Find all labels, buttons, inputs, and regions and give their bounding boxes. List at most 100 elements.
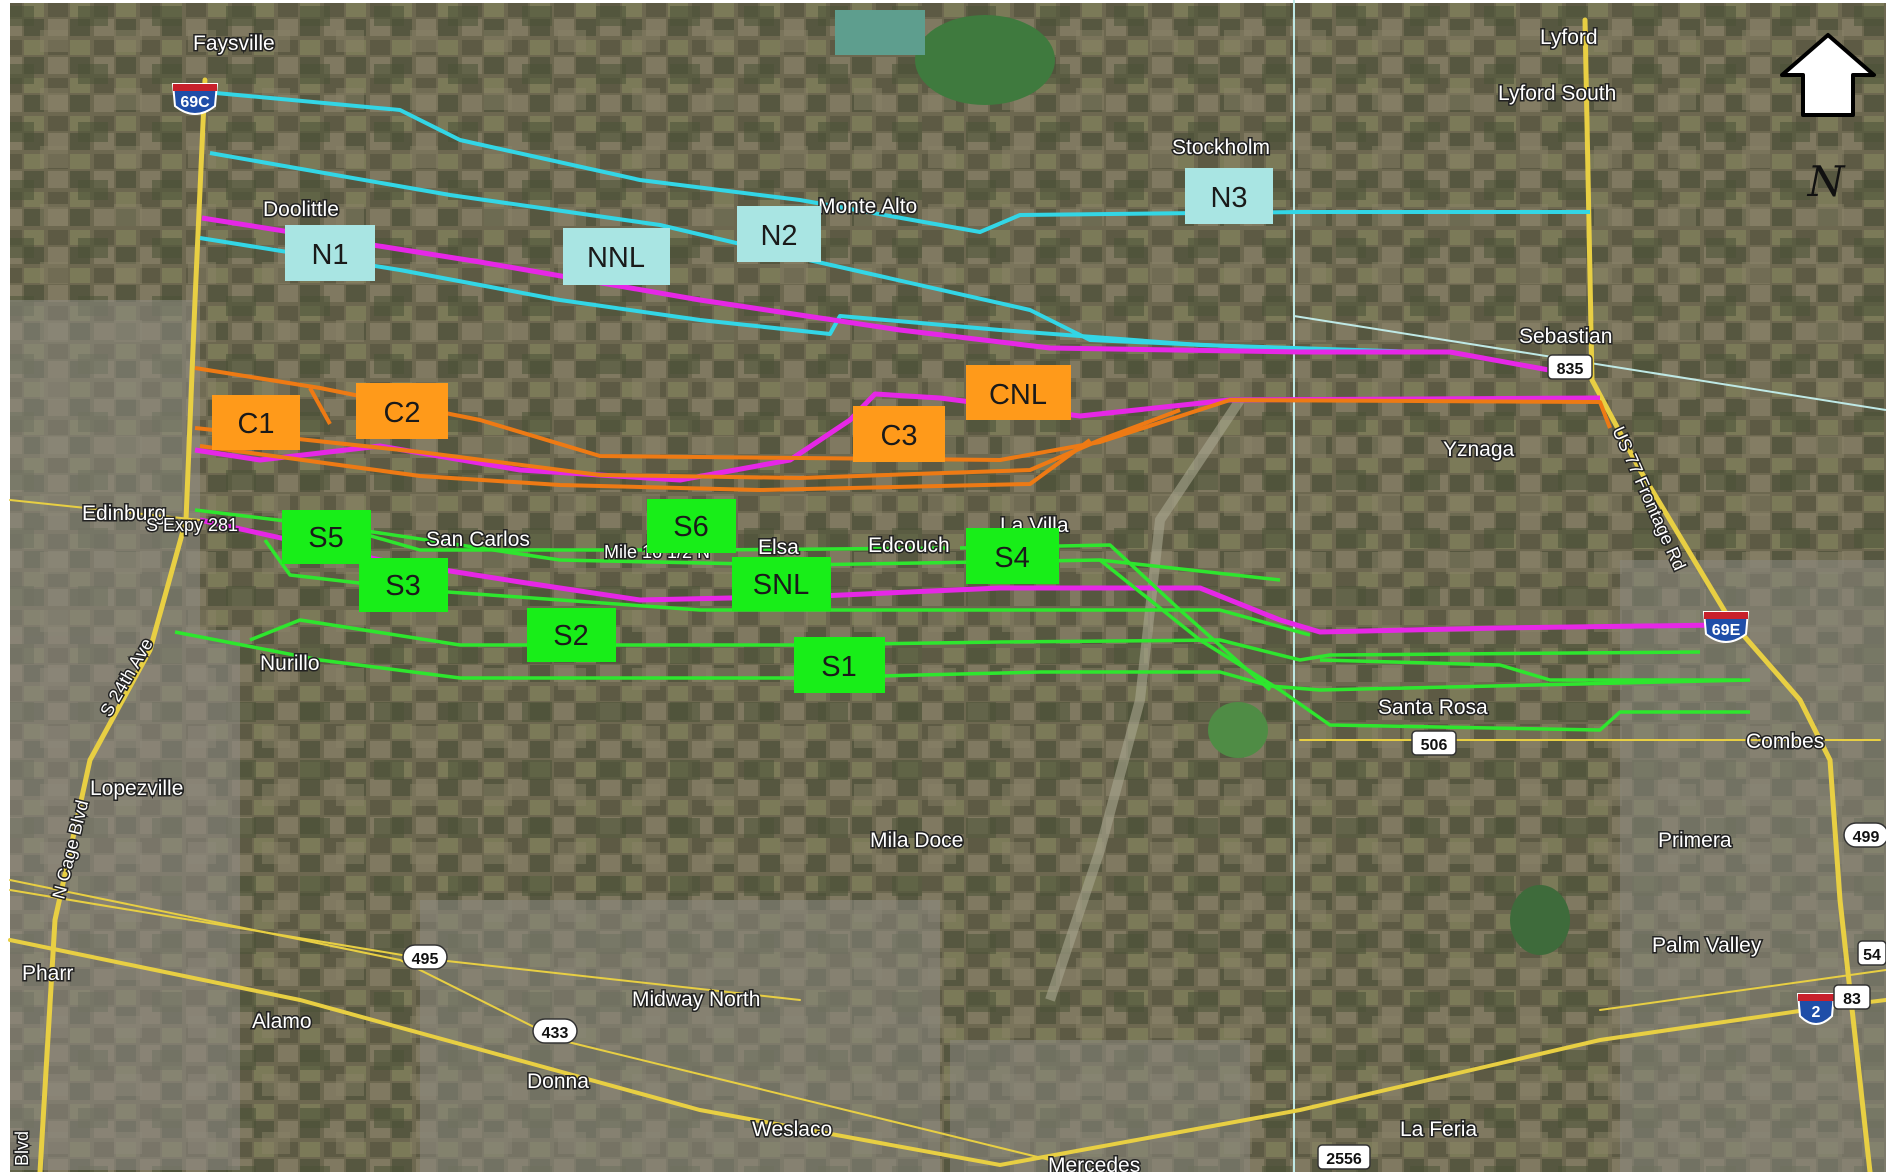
route-label-s1[interactable]: S1	[794, 637, 885, 693]
place-expy281: S Expy 281	[146, 515, 238, 535]
route-line-s-southeast	[1098, 558, 1750, 732]
shield-83-label: 83	[1843, 991, 1861, 1008]
route-label-s4[interactable]: S4	[966, 528, 1059, 584]
shield-i2: 2	[1796, 993, 1836, 1025]
route-label-s6[interactable]: S6	[647, 499, 736, 553]
shield-83: 83	[1833, 984, 1871, 1010]
route-label-c3[interactable]: C3	[853, 406, 945, 462]
place-faysville: Faysville	[193, 32, 275, 55]
lake-delta	[1208, 702, 1268, 758]
route-label-s2-box	[527, 608, 616, 662]
shield-2556: 2556	[1317, 1144, 1371, 1170]
place-combes: Combes	[1746, 730, 1824, 753]
road-83	[1599, 969, 1886, 1011]
north-arrow: N	[1780, 33, 1876, 206]
route-label-s5-box	[282, 510, 371, 564]
place-lyford: Lyford	[1540, 26, 1598, 49]
shield-433: 433	[532, 1018, 578, 1044]
route-label-snl[interactable]: SNL	[732, 557, 831, 611]
route-label-c1-text: C1	[237, 408, 274, 440]
route-label-c1[interactable]: C1	[212, 395, 300, 450]
place-edcouch: Edcouch	[868, 534, 950, 557]
shield-54: 54	[1857, 940, 1886, 966]
urban-weslaco	[420, 900, 940, 1172]
frame-left-edge	[0, 0, 10, 1172]
shield-499-label: 499	[1853, 829, 1880, 846]
route-label-cnl[interactable]: CNL	[966, 365, 1071, 420]
north-arrow-icon	[1780, 33, 1876, 117]
pond-northwest	[835, 10, 925, 55]
shield-2556-label: 2556	[1326, 1151, 1362, 1168]
route-label-n2-box	[737, 206, 821, 262]
route-label-n1-box	[285, 225, 375, 281]
place-weslaco: Weslaco	[752, 1118, 832, 1141]
place-alamo: Alamo	[252, 1010, 312, 1033]
route-label-nnl-text: NNL	[587, 242, 645, 274]
shield-i69c-shape	[171, 83, 219, 115]
shield-83-box	[1833, 984, 1871, 1010]
shield-i69c-top	[173, 84, 217, 91]
shield-506-label: 506	[1421, 737, 1448, 754]
north-letter: N	[1807, 157, 1846, 206]
roads	[8, 17, 1886, 1172]
route-label-c3-box	[853, 406, 945, 462]
shield-i69e: 69E	[1702, 611, 1750, 643]
place-yznaga: Yznaga	[1443, 438, 1515, 461]
shield-i69c-label: 69C	[180, 94, 210, 111]
shield-495: 495	[402, 944, 448, 970]
place-sebastian: Sebastian	[1519, 325, 1612, 348]
route-label-c2[interactable]: C2	[356, 383, 448, 439]
place-santa-rosa: Santa Rosa	[1378, 696, 1488, 719]
place-midway-north: Midway North	[632, 988, 760, 1011]
route-line-c-connector	[308, 387, 332, 425]
route-label-c1-box	[212, 395, 300, 450]
route-label-s5[interactable]: S5	[282, 510, 371, 564]
highway-shields: 69C 69E 2 835 506 495 433	[171, 83, 1886, 1170]
lake-east	[1510, 885, 1570, 955]
shield-495-box	[402, 944, 448, 970]
place-pharr: Pharr	[22, 962, 73, 985]
shield-835-box	[1547, 354, 1593, 380]
route-label-n3-text: N3	[1210, 182, 1247, 214]
route-line-s-east-connector	[1319, 658, 1740, 682]
frame-top-edge	[0, 0, 1886, 3]
urban-mercedes	[950, 1040, 1250, 1172]
shield-2556-box	[1317, 1144, 1371, 1170]
route-label-n3[interactable]: N3	[1185, 168, 1273, 224]
place-san-carlos: San Carlos	[426, 528, 530, 551]
shield-i69e-shape	[1702, 611, 1750, 643]
route-label-nnl[interactable]: NNL	[563, 228, 670, 285]
route-label-c2-text: C2	[383, 397, 420, 429]
shield-506: 506	[1411, 730, 1457, 756]
urban-areas	[10, 300, 1886, 1172]
place-stockholm: Stockholm	[1172, 136, 1270, 159]
route-label-s3[interactable]: S3	[359, 558, 448, 612]
route-label-s2[interactable]: S2	[527, 608, 616, 662]
road-edinburg-east	[9, 499, 201, 521]
route-label-n1-text: N1	[311, 239, 348, 271]
shield-433-label: 433	[542, 1025, 569, 1042]
shield-835-label: 835	[1557, 361, 1584, 378]
no-build-routes	[194, 215, 1721, 635]
route-label-c2-box	[356, 383, 448, 439]
route-label-s1-box	[794, 637, 885, 693]
place-nurillo: Nurillo	[260, 652, 320, 675]
route-label-snl-box	[732, 557, 831, 611]
route-line-snl	[199, 517, 1721, 635]
route-label-s4-box	[966, 528, 1059, 584]
route-label-s6-box	[647, 499, 736, 553]
shield-499: 499	[1843, 822, 1886, 848]
route-line-cnl	[194, 391, 1601, 483]
place-elsa: Elsa	[758, 536, 799, 559]
road-i2	[8, 938, 1886, 1168]
route-line-c3	[199, 438, 1092, 492]
route-label-snl-text: SNL	[753, 569, 809, 601]
route-line-nnl	[201, 215, 1561, 375]
route-label-n2[interactable]: N2	[737, 206, 821, 262]
road-us281	[37, 77, 208, 1172]
place-la-feria: La Feria	[1400, 1118, 1477, 1141]
route-line-s1	[174, 630, 1751, 692]
route-label-n1[interactable]: N1	[285, 225, 375, 281]
